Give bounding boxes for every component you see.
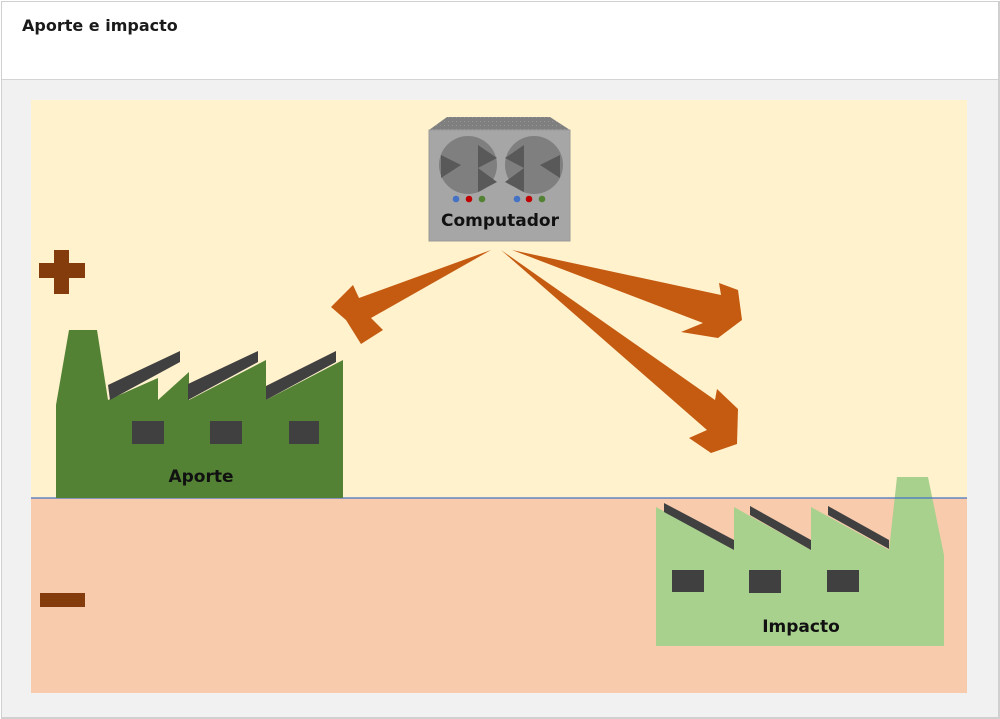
factory-impacto-body xyxy=(656,477,944,646)
header: Aporte e impacto xyxy=(2,2,998,80)
diagram-canvas: Impacto Aporte xyxy=(31,100,967,693)
factory-impacto-window-2 xyxy=(749,570,781,593)
factory-aporte-window-3 xyxy=(289,421,319,444)
status-leds xyxy=(452,195,546,203)
arrow-to-aporte xyxy=(331,250,491,344)
factory-aporte-roof-3 xyxy=(266,351,336,400)
factory-aporte-roof-1 xyxy=(108,351,180,400)
arrow-right xyxy=(512,250,742,338)
factory-aporte-roof-2 xyxy=(188,351,258,400)
page-title: Aporte e impacto xyxy=(22,16,178,35)
factory-impacto-roof-2 xyxy=(750,506,811,550)
computer: Computador xyxy=(428,117,571,242)
fan-left-icon xyxy=(439,136,497,194)
factory-impacto: Impacto xyxy=(656,477,944,646)
factory-aporte: Aporte xyxy=(56,330,343,498)
factory-aporte-window-2 xyxy=(210,421,242,444)
computer-top xyxy=(429,117,570,130)
factory-aporte-label: Aporte xyxy=(168,467,233,487)
fan-right-icon xyxy=(505,136,563,194)
plus-icon xyxy=(39,250,85,294)
factory-impacto-roof-3 xyxy=(828,506,889,549)
factory-aporte-window-1 xyxy=(132,421,164,444)
factory-impacto-label: Impacto xyxy=(762,617,840,637)
computer-label: Computador xyxy=(441,211,560,231)
factory-impacto-window-3 xyxy=(827,570,859,592)
minus-icon xyxy=(40,593,85,607)
arrow-down-right xyxy=(501,250,738,453)
factory-aporte-body xyxy=(56,330,343,498)
factory-impacto-roof-1 xyxy=(664,503,734,550)
factory-impacto-window-1 xyxy=(672,570,704,592)
